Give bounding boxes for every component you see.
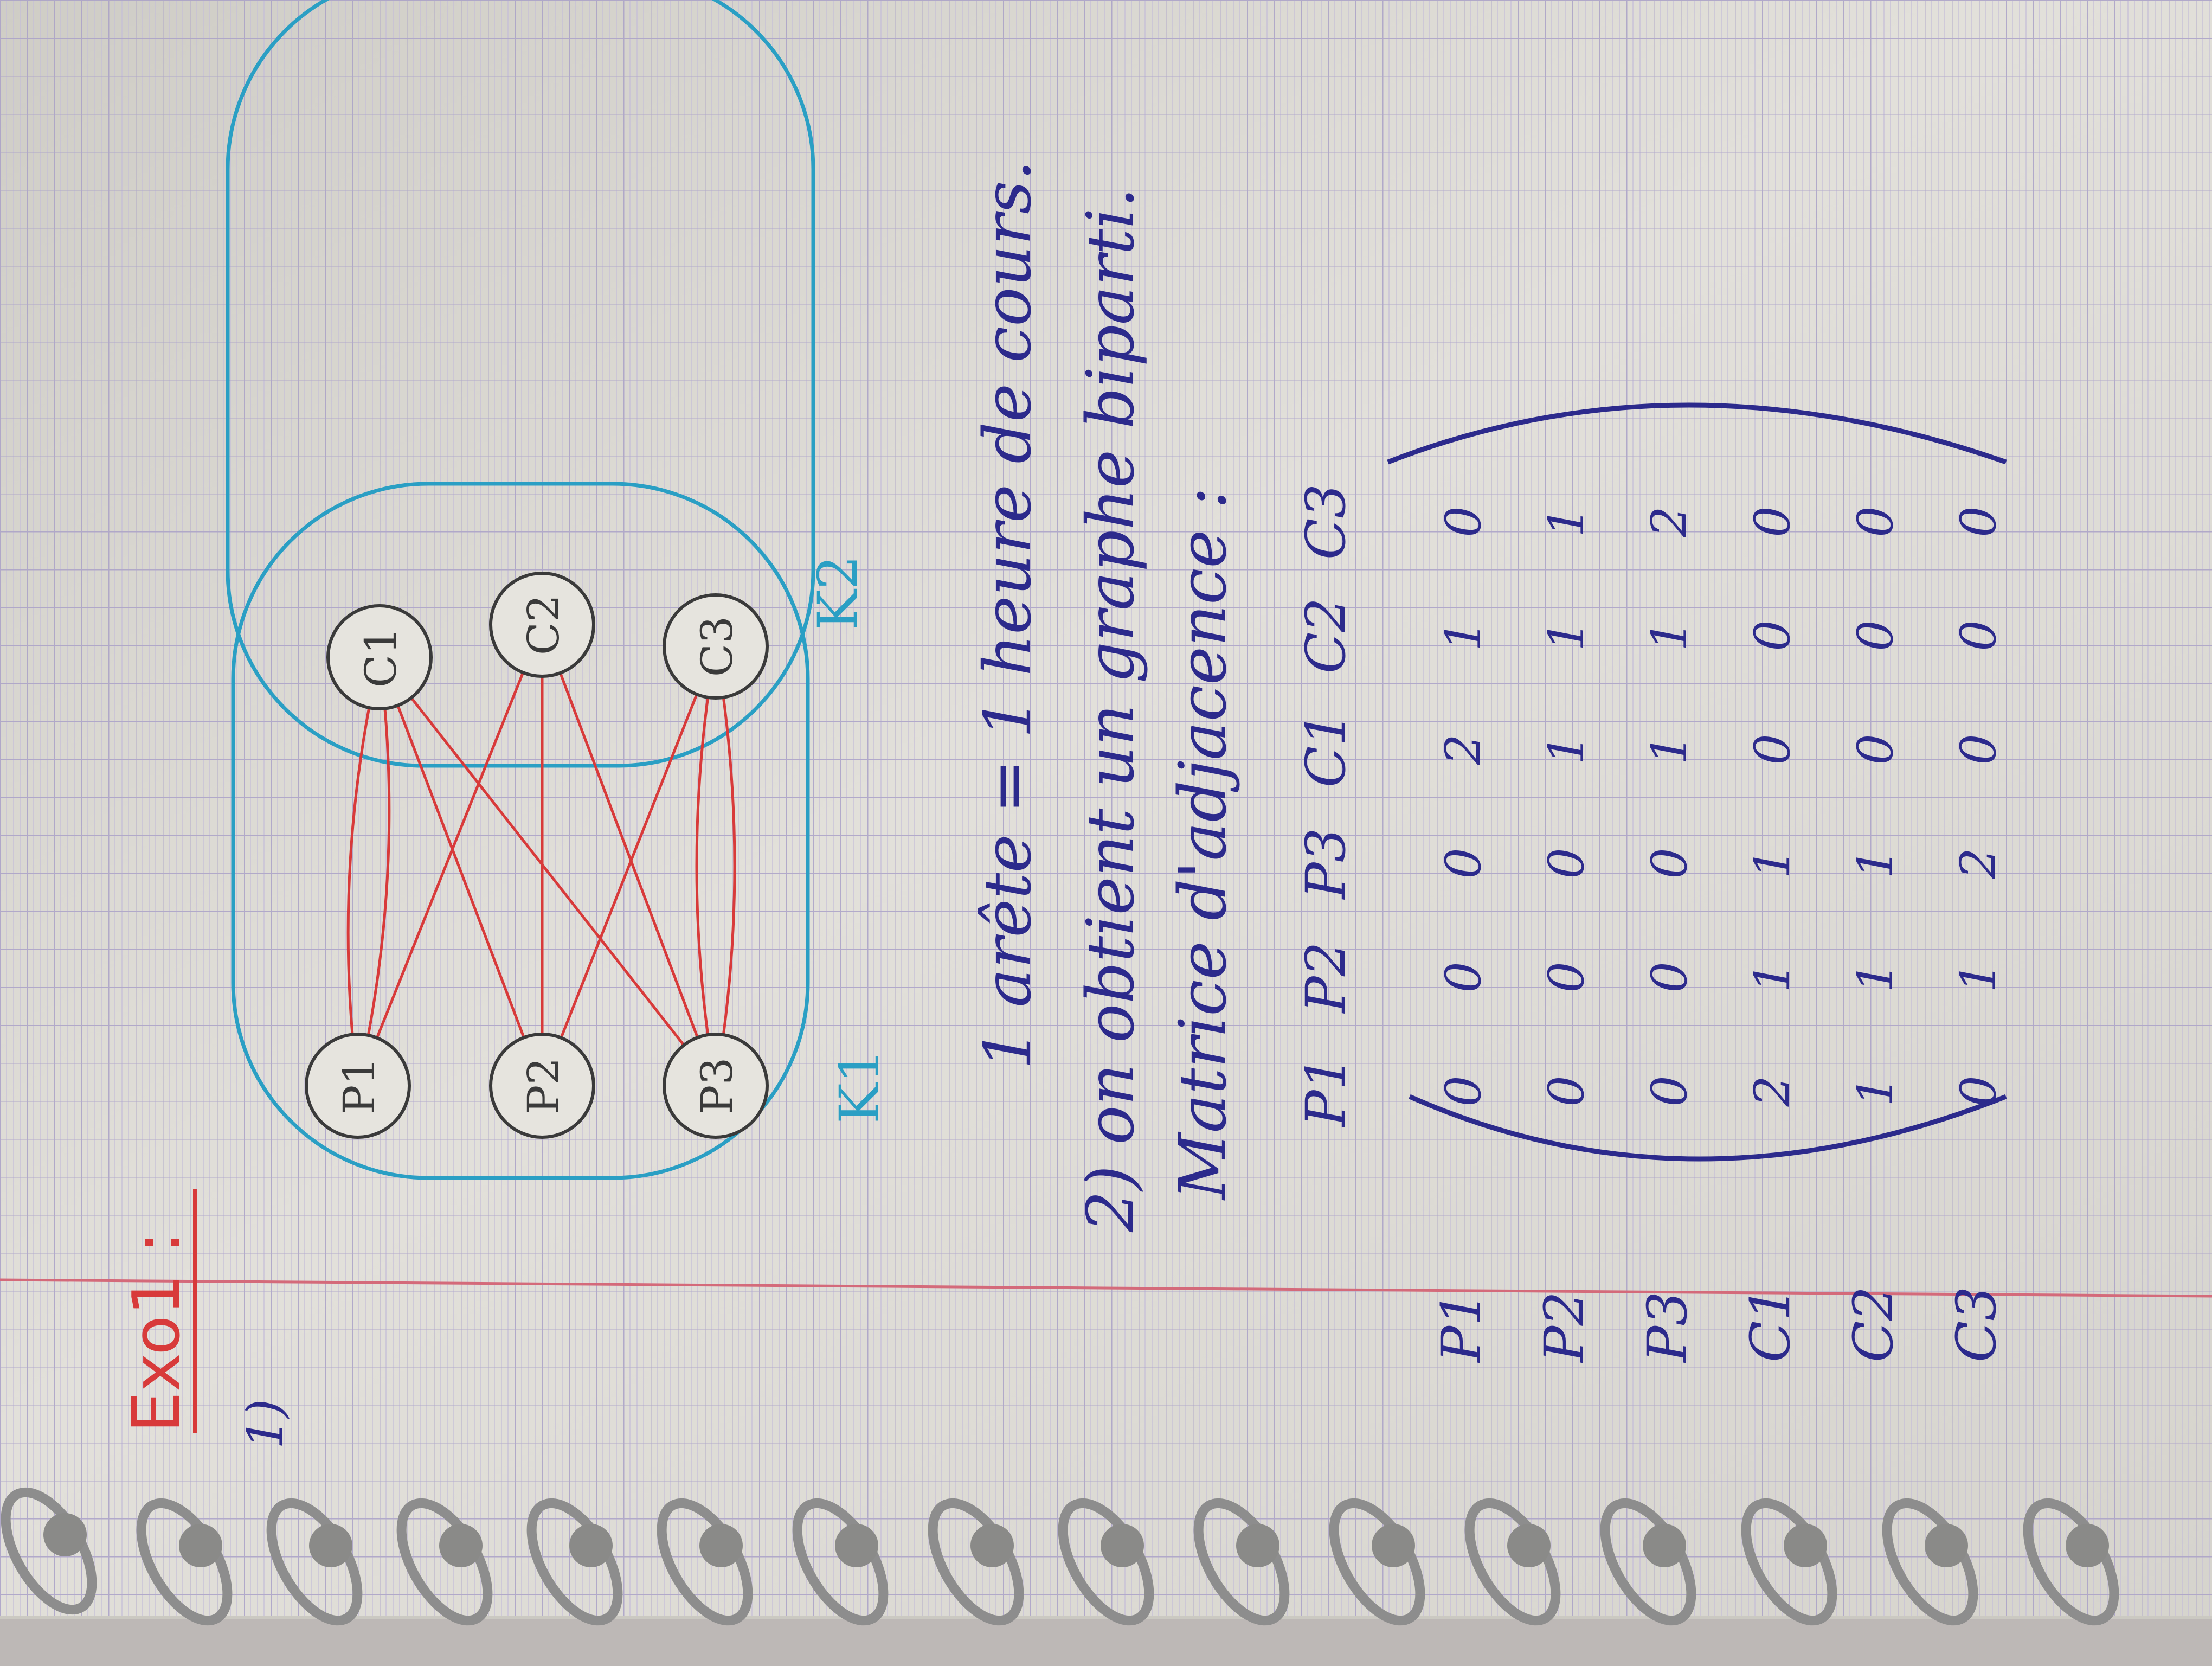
matrix-cell: 1 [1538,734,1595,765]
matrix-row-header-c2: C2 [1842,1286,1905,1362]
matrix-cell: 0 [1744,506,1801,537]
matrix-cell: 2 [1641,506,1698,537]
matrix-cell: 0 [1435,848,1492,879]
spiral-binding [0,1487,2212,1666]
matrix-cell: 0 [1538,1075,1595,1106]
matrix-cell: 2 [1744,1075,1801,1107]
matrix-cell: 1 [1641,620,1698,651]
note-adjacency-title: Matrice d'adjacence : [1166,487,1241,1201]
set-k2-oval [226,0,815,768]
edge-P3-C3 [714,646,736,1086]
matrix-left-bracket [1409,1094,2007,1162]
matrix-cell: 0 [1641,1075,1698,1106]
question-number: 1) [237,1399,294,1449]
margin-line [0,1278,2212,1298]
matrix-cell: 0 [1641,848,1698,879]
matrix-cell: 1 [1950,962,2007,992]
note-edge-definition: 1 arête = 1 heure de cours. [970,160,1046,1069]
graph-node-label-p1: P1 [334,1058,384,1114]
matrix-row-header-p2: P2 [1533,1291,1596,1363]
matrix-cell: 0 [1435,962,1492,992]
matrix-cell: 0 [1847,620,1904,651]
matrix-cell: 1 [1641,734,1698,765]
matrix-col-header-c1: C1 [1294,712,1358,787]
matrix-col-header-c3: C3 [1294,484,1358,560]
matrix-cell: 1 [1847,1075,1904,1106]
matrix-cell: 0 [1950,506,2007,537]
matrix-cell: 1 [1538,506,1595,537]
matrix-cell: 0 [1744,620,1801,651]
matrix-col-header-p3: P3 [1294,828,1358,900]
matrix-cell: 0 [1435,1075,1492,1106]
note-bipartite: 2) on obtient un graphe biparti. [1073,187,1149,1233]
matrix-cell: 0 [1847,506,1904,537]
edge-P3-C3 [695,646,717,1086]
graph-node-label-c3: C3 [692,616,742,677]
graph-node-c3 [663,593,769,700]
set-k2-label: K2 [806,555,870,630]
matrix-cell: 0 [1538,962,1595,992]
matrix-cell: 0 [1538,848,1595,879]
matrix-row-header-c3: C3 [1945,1286,2008,1362]
matrix-cell: 0 [1950,620,2007,651]
matrix-cell: 1 [1538,620,1595,651]
matrix-cell: 0 [1950,734,2007,765]
graph-node-label-p3: P3 [692,1058,742,1114]
matrix-cell: 0 [1641,962,1698,992]
matrix-row-header-p3: P3 [1636,1291,1699,1363]
edge-P2-C3 [541,646,717,1086]
graph-node-c1 [326,604,433,710]
matrix-col-header-c2: C2 [1294,598,1358,674]
matrix-cell: 0 [1435,506,1492,537]
edge-P3-C1 [378,656,717,1087]
exercise-title: Exo1 : [119,1232,195,1433]
edge-P1-C1 [356,657,391,1086]
matrix-cell: 1 [1435,620,1492,651]
graph-node-label-c1: C1 [356,627,406,688]
matrix-cell: 1 [1744,848,1801,879]
matrix-right-bracket [1387,402,2007,465]
edge-P3-C2 [541,624,717,1086]
graph-node-p1 [305,1033,411,1139]
matrix-cell: 0 [1847,734,1904,765]
graph-nodes: P1 P2 P3 C1 C2 C3 [305,572,769,1139]
matrix-col-header-p2: P2 [1294,942,1358,1014]
edge-P1-C2 [356,624,544,1086]
graph-node-label-p2: P2 [518,1058,569,1114]
matrix-cell: 0 [1744,734,1801,765]
graph-node-p2 [489,1033,595,1139]
set-k1-label: K1 [828,1049,891,1124]
set-k1-oval [231,482,810,1180]
paper-grid [0,0,2212,1616]
matrix-row-header-p1: P1 [1430,1291,1493,1363]
edge-P2-C1 [378,657,544,1086]
graph-node-label-c2: C2 [518,594,569,655]
matrix-col-header-p1: P1 [1294,1056,1358,1128]
graph-node-c2 [489,572,595,678]
graph-node-p3 [663,1033,769,1139]
matrix-row-header-c1: C1 [1739,1286,1802,1362]
matrix-cell: 1 [1847,848,1904,879]
matrix-cell: 1 [1744,962,1801,992]
matrix-cell: 2 [1950,848,2007,879]
matrix-cell: 2 [1435,734,1492,765]
edge-P1-C1 [346,657,381,1086]
matrix-cell: 1 [1847,962,1904,992]
graph-edges [346,624,736,1087]
